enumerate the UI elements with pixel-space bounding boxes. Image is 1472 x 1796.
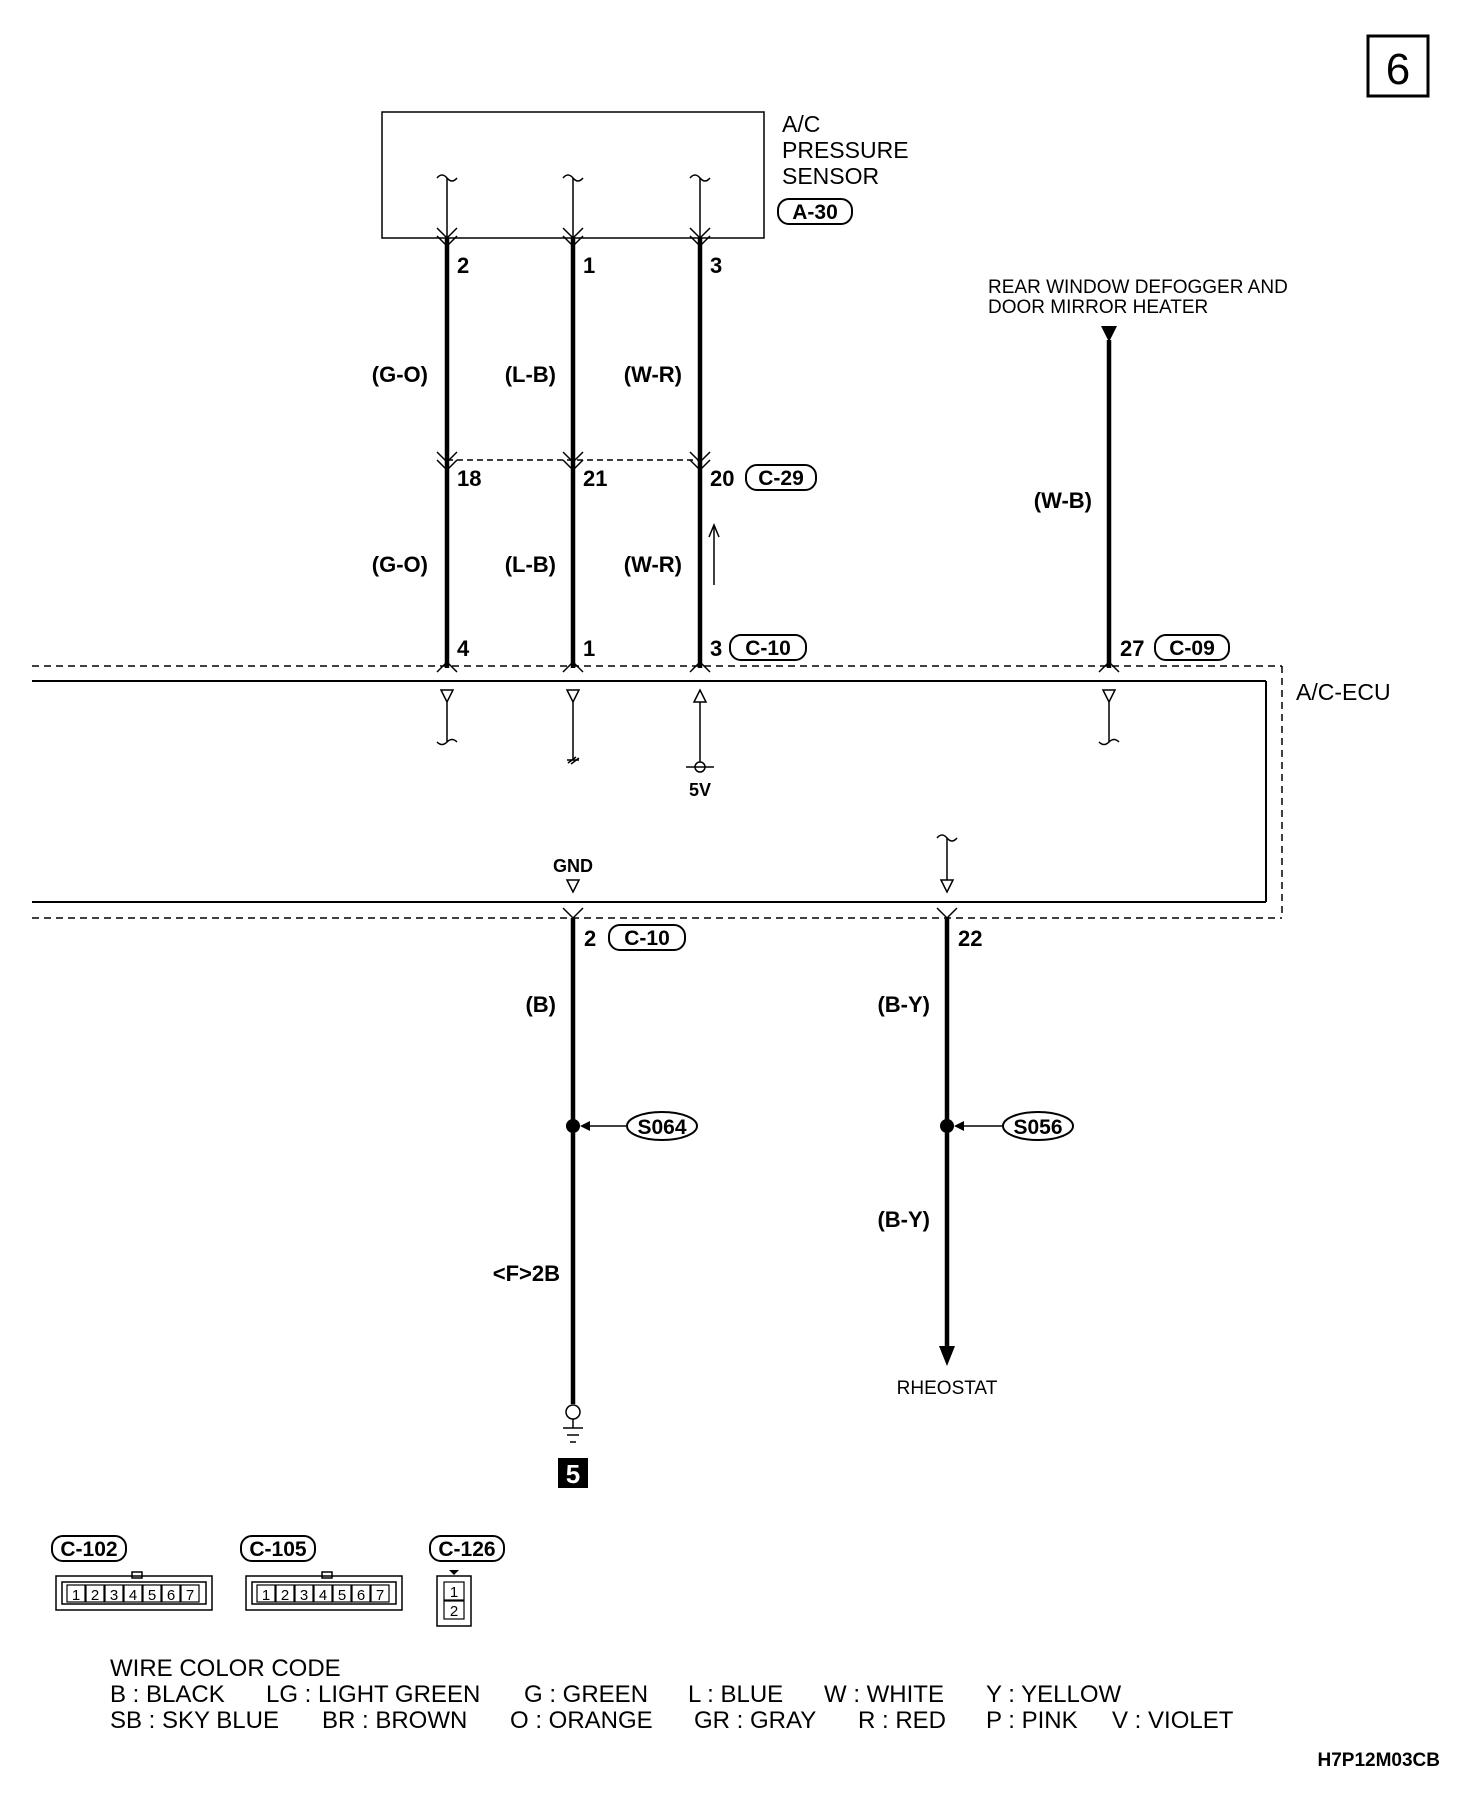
- ground-pin: 2: [584, 926, 596, 951]
- color-code-lg: LG : LIGHT GREEN: [266, 1681, 480, 1708]
- defogger-wire-color: (W-B): [1034, 488, 1092, 513]
- color-code-gr: GR : GRAY: [694, 1707, 816, 1734]
- connector-c102-label: C-102: [60, 1538, 117, 1561]
- color-code-sb: SB : SKY BLUE: [110, 1707, 279, 1734]
- wire-color-lower-3: (W-R): [624, 552, 682, 577]
- color-code-y: Y : YELLOW: [986, 1681, 1122, 1708]
- ecu-internals: [436, 688, 1120, 894]
- ground-wire-color: (B): [525, 992, 556, 1017]
- ecu-pin-a: 4: [457, 636, 470, 661]
- ecu-pin-c: 3: [710, 636, 722, 661]
- wire-color-code: WIRE COLOR CODE B : BLACK LG : LIGHT GRE…: [110, 1655, 1234, 1734]
- connector-c126-label: C-126: [438, 1538, 495, 1561]
- c126-pin-2: 2: [450, 1603, 458, 1620]
- sensor-pin-b: 1: [583, 253, 595, 278]
- color-code-o: O : ORANGE: [510, 1707, 653, 1734]
- gnd-label: GND: [553, 856, 593, 876]
- color-code-r: R : RED: [858, 1707, 946, 1734]
- sensor-name-line2: PRESSURE: [782, 137, 909, 163]
- connector-c105-label: C-105: [249, 1538, 307, 1561]
- ecu-label: A/C-ECU: [1296, 679, 1391, 705]
- color-code-p: P : PINK: [986, 1707, 1078, 1734]
- c126-pin-1: 1: [450, 1584, 458, 1601]
- sensor-wires: [436, 227, 720, 673]
- c105-pin-7: 7: [376, 1587, 384, 1604]
- five-volt-label: 5V: [689, 780, 711, 800]
- defogger-pin: 27: [1120, 636, 1144, 661]
- c102-pin-1: 1: [72, 1587, 80, 1604]
- connector-c105: C-105 1 2 3 4 5 6 7: [240, 1535, 403, 1611]
- c105-pin-3: 3: [300, 1587, 308, 1604]
- sensor-box: A/C PRESSURE SENSOR A-30: [381, 111, 909, 239]
- ground-ref: <F>2B: [493, 1261, 560, 1286]
- c102-pin-6: 6: [167, 1587, 175, 1604]
- color-code-b: B : BLACK: [110, 1681, 225, 1708]
- junction-pin-c: 20: [710, 466, 734, 491]
- color-code-br: BR : BROWN: [322, 1707, 467, 1734]
- color-code-l: L : BLUE: [688, 1681, 783, 1708]
- wire-color-upper-2: (L-B): [505, 362, 556, 387]
- sensor-pin-c: 3: [710, 253, 722, 278]
- rheostat-wire: [936, 907, 1074, 1366]
- wire-color-upper-1: (G-O): [372, 362, 428, 387]
- ecu-connector: C-10: [745, 637, 791, 660]
- junction-connector: C-29: [758, 467, 804, 490]
- junction-pin-b: 21: [583, 466, 607, 491]
- color-code-v: V : VIOLET: [1112, 1707, 1234, 1734]
- page-number-box: 6: [1366, 34, 1430, 98]
- c105-pin-4: 4: [319, 1587, 327, 1604]
- color-code-w: W : WHITE: [824, 1681, 944, 1708]
- splice-s064: S064: [637, 1116, 686, 1139]
- rheostat-pin: 22: [958, 926, 982, 951]
- c102-pin-3: 3: [110, 1587, 118, 1604]
- c105-pin-2: 2: [281, 1587, 289, 1604]
- sensor-name-line3: SENSOR: [782, 163, 879, 189]
- wire-color-lower-2: (L-B): [505, 552, 556, 577]
- defogger-connector: C-09: [1169, 637, 1215, 660]
- c102-pin-2: 2: [91, 1587, 99, 1604]
- ground-point-ref: 5: [566, 1459, 580, 1489]
- connector-c102: C-102 1 2 3 4 5 6 7: [51, 1535, 213, 1611]
- sensor-connector: A-30: [792, 201, 838, 224]
- connector-c126: C-126 1 2: [429, 1535, 505, 1627]
- ecu-pin-b: 1: [583, 636, 595, 661]
- c105-pin-1: 1: [262, 1587, 270, 1604]
- junction-pin-a: 18: [457, 466, 481, 491]
- wire-color-lower-1: (G-O): [372, 552, 428, 577]
- c105-pin-6: 6: [357, 1587, 365, 1604]
- color-code-title: WIRE COLOR CODE: [110, 1655, 341, 1682]
- c102-pin-5: 5: [148, 1587, 156, 1604]
- page-number: 6: [1386, 45, 1410, 94]
- sensor-pin-a: 2: [457, 253, 469, 278]
- sensor-internal-leads: [436, 174, 711, 238]
- splice-s056: S056: [1013, 1116, 1062, 1139]
- c102-pin-4: 4: [129, 1587, 137, 1604]
- sensor-name-line1: A/C: [782, 111, 820, 137]
- defogger-line2: DOOR MIRROR HEATER: [988, 297, 1208, 318]
- rheostat-wire-color-1: (B-Y): [877, 992, 930, 1017]
- wire-color-upper-3: (W-R): [624, 362, 682, 387]
- rheostat-wire-color-2: (B-Y): [877, 1207, 930, 1232]
- c102-pin-7: 7: [186, 1587, 194, 1604]
- defogger-line1: REAR WINDOW DEFOGGER AND: [988, 277, 1288, 298]
- color-code-g: G : GREEN: [524, 1681, 648, 1708]
- c105-pin-5: 5: [338, 1587, 346, 1604]
- ecu-box: [32, 665, 1283, 919]
- rheostat-label: RHEOSTAT: [897, 1378, 998, 1399]
- drawing-id: H7P12M03CB: [1318, 1750, 1441, 1771]
- ground-connector: C-10: [624, 927, 670, 950]
- defogger-wire: REAR WINDOW DEFOGGER AND DOOR MIRROR HEA…: [988, 277, 1288, 673]
- ground-wire: [558, 907, 698, 1488]
